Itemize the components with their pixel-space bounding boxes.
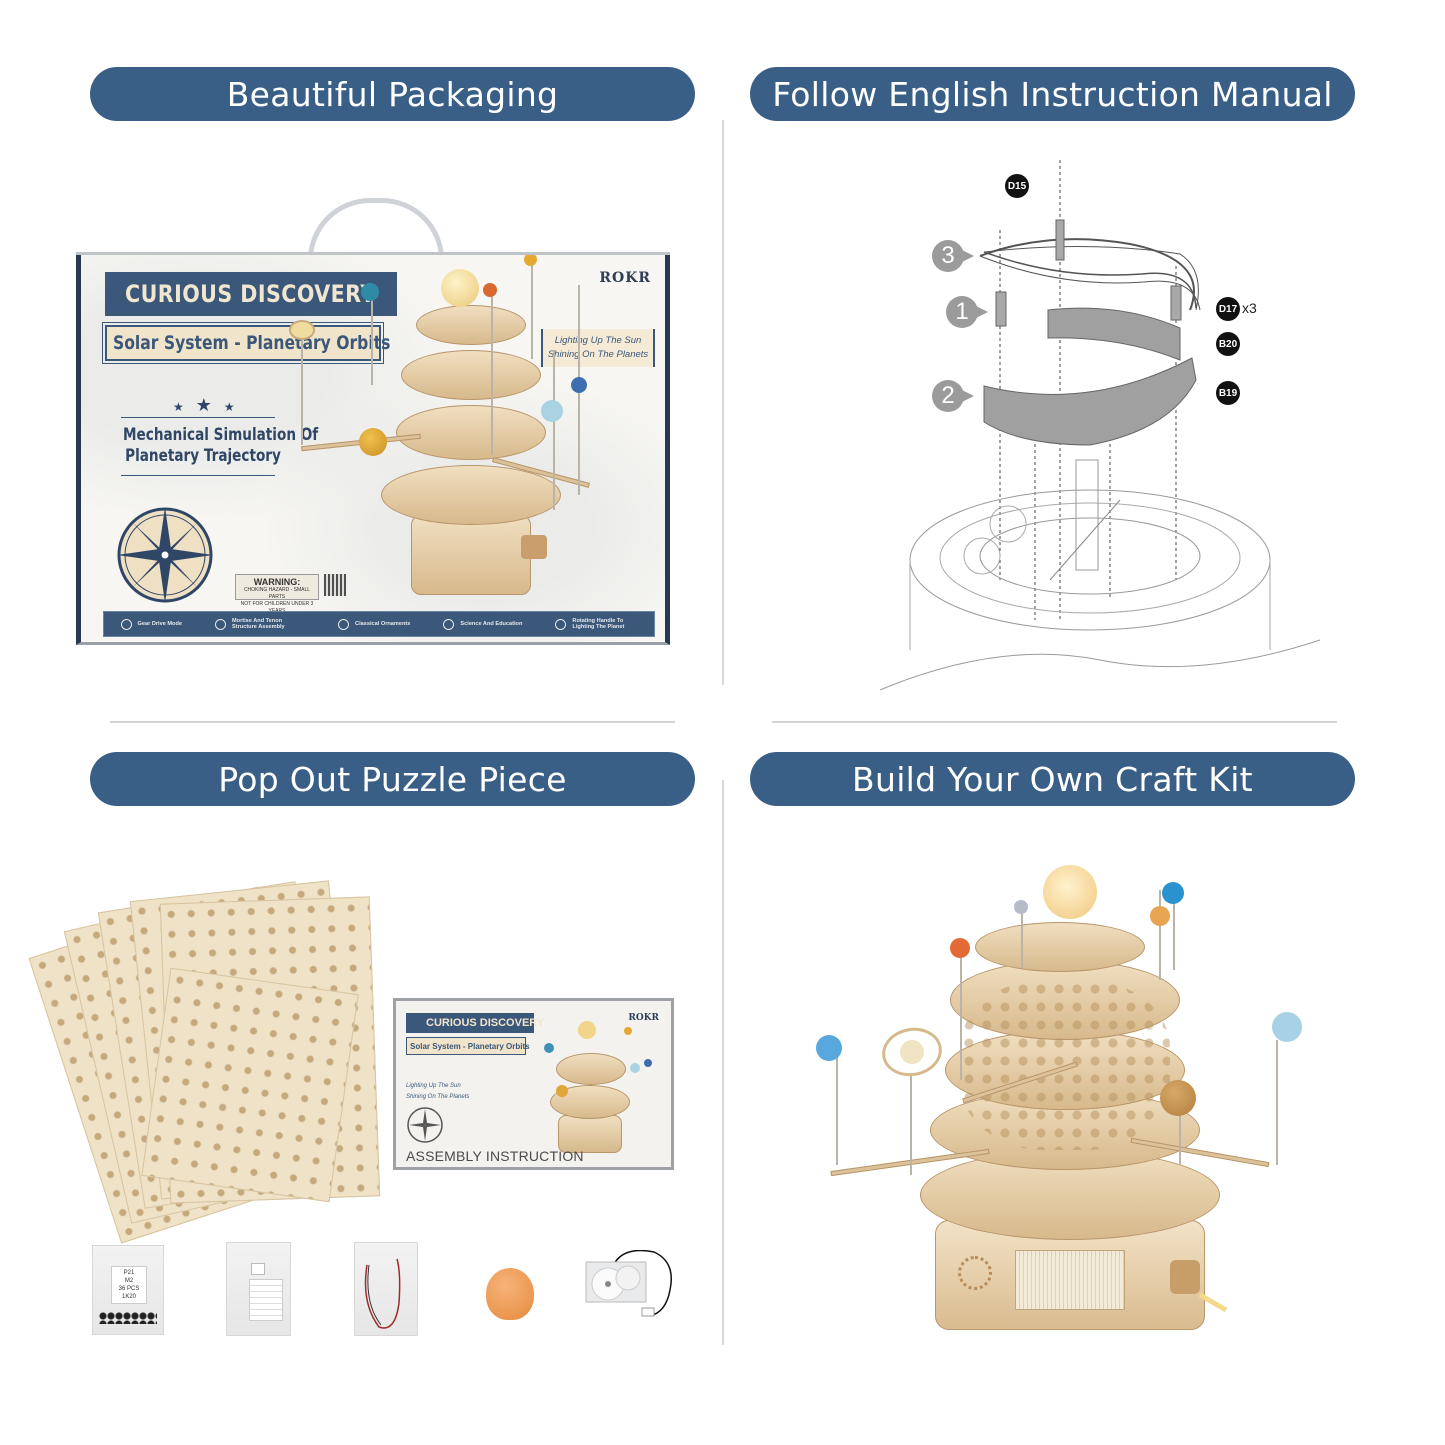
tagline-rule-top <box>121 417 275 418</box>
part-label-b20: B20 <box>1216 332 1240 356</box>
gear-icon <box>120 618 132 630</box>
feature-science-education: Science And Education <box>443 618 523 630</box>
gear-motor-icon <box>585 1249 672 1317</box>
divider-vertical-top <box>722 120 724 685</box>
feature-label: Gear Drive Mode <box>137 620 182 627</box>
warning-line-1: CHOKING HAZARD - SMALL PARTS <box>243 587 311 600</box>
header-craft-kit: Build Your Own Craft Kit <box>750 752 1355 806</box>
manual-model-illustration <box>536 1015 656 1155</box>
instruction-diagram: D15 3 1 D17 x3 B20 2 B19 <box>880 160 1320 700</box>
screw-bag: P21 M2 36 PCS 1K20 <box>92 1245 164 1335</box>
warning-label: WARNING: CHOKING HAZARD - SMALL PARTS NO… <box>235 574 319 614</box>
screw-bag-label: P21 M2 36 PCS 1K20 <box>111 1266 147 1304</box>
product-banner-text: Solar System - Planetary Orbits <box>113 332 391 354</box>
step-2-bubble: 2 <box>932 380 974 412</box>
divider-horizontal-left <box>110 721 675 723</box>
header-pop-out-puzzle: Pop Out Puzzle Piece <box>90 752 695 806</box>
planet-neptune <box>816 1035 842 1061</box>
brand-banner-text: CURIOUS DISCOVERY <box>125 280 376 308</box>
assembled-orrery-model <box>810 860 1320 1340</box>
part-label-d17: D17 <box>1216 297 1240 321</box>
planet-venus <box>1150 906 1170 926</box>
tagline-rule-bottom <box>121 475 275 476</box>
gear-motor <box>584 1249 676 1320</box>
product-box: CURIOUS DISCOVERY Solar System - Planeta… <box>76 255 670 645</box>
planet-earth <box>1162 882 1184 904</box>
manual-rokr-logo: ROKR <box>628 1013 659 1023</box>
lighting-callout: Lighting Up The Sun Shining On The Plane… <box>541 329 655 367</box>
feature-classical-ornaments: Classical Ornaments <box>338 618 411 630</box>
box-lid <box>76 252 670 257</box>
crank-handle <box>1170 1260 1200 1294</box>
box-model-illustration <box>289 255 590 605</box>
planet-uranus <box>1272 1012 1302 1042</box>
quantity-label: x3 <box>1242 300 1257 316</box>
sun-bulb <box>486 1268 534 1320</box>
science-icon <box>443 618 455 630</box>
divider-horizontal-right <box>772 721 1337 723</box>
mortise-icon <box>215 618 227 630</box>
feature-bar: Gear Drive Mode Mortise And Tenon Struct… <box>103 611 655 637</box>
manual-brand-banner: CURIOUS DISCOVERY <box>406 1013 544 1033</box>
feature-label: Rotating Handle To Lighting The Planet <box>572 617 625 631</box>
feature-label: Science And Education <box>460 620 523 627</box>
assembly-manual: CURIOUS DISCOVERY Solar System - Planeta… <box>393 998 674 1170</box>
sun-ornament-icon <box>958 1256 992 1290</box>
tagline-line-2: Planetary Trajectory <box>125 446 281 466</box>
exploded-view-drawing <box>880 160 1320 691</box>
step-3-bubble: 3 <box>932 240 974 272</box>
sun-globe <box>1043 865 1097 919</box>
feature-label: Classical Ornaments <box>355 620 411 627</box>
manual-compass-icon <box>407 1107 443 1143</box>
lighting-line-2: Shining On The Planets <box>547 349 649 360</box>
feature-mortise-tenon: Mortise And Tenon Structure Assembly <box>215 618 305 631</box>
ornament-icon <box>338 618 350 630</box>
compass-rose-icon <box>117 507 213 603</box>
handle-icon <box>555 618 567 630</box>
product-banner: Solar System - Planetary Orbits <box>102 322 390 364</box>
planet-mars <box>950 938 970 958</box>
part-label-d15: D15 <box>1005 174 1029 198</box>
lighting-line-1: Lighting Up The Sun <box>554 335 642 346</box>
brand-banner: CURIOUS DISCOVERY <box>105 272 397 316</box>
feature-rotating-handle: Rotating Handle To Lighting The Planet <box>555 618 637 631</box>
model-base-window <box>1015 1250 1125 1310</box>
manual-lighting-line-2: Shining On The Planets <box>406 1094 470 1100</box>
header-instruction-manual: Follow English Instruction Manual <box>750 67 1355 121</box>
feature-gear-drive: Gear Drive Mode <box>120 618 182 630</box>
step-1-bubble: 1 <box>946 296 988 328</box>
spare-parts-bag <box>226 1242 291 1336</box>
divider-vertical-bottom <box>722 780 724 1345</box>
manual-product-banner: Solar System - Planetary Orbits <box>406 1037 530 1055</box>
tagline-line-1: Mechanical Simulation Of <box>123 425 319 445</box>
warning-title: WARNING: <box>253 577 301 587</box>
qr-code-icon <box>324 574 346 596</box>
box-handle <box>308 198 444 260</box>
manual-title: ASSEMBLY INSTRUCTION <box>406 1148 584 1164</box>
manual-lighting-text: Lighting Up The Sun Shining On The Plane… <box>406 1081 469 1103</box>
wire-icon <box>364 1258 401 1329</box>
stars-icon: ★★★ <box>173 395 247 415</box>
planet-mercury <box>1014 900 1028 914</box>
part-label-b19: B19 <box>1216 381 1240 405</box>
wire-bag <box>354 1242 418 1336</box>
header-beautiful-packaging: Beautiful Packaging <box>90 67 695 121</box>
feature-label: Mortise And Tenon Structure Assembly <box>232 617 285 631</box>
tagline: Mechanical Simulation Of Planetary Traje… <box>103 425 319 467</box>
manual-lighting-line-1: Lighting Up The Sun <box>406 1083 461 1089</box>
rokr-logo: ROKR <box>599 270 651 286</box>
planet-jupiter <box>1160 1080 1196 1116</box>
